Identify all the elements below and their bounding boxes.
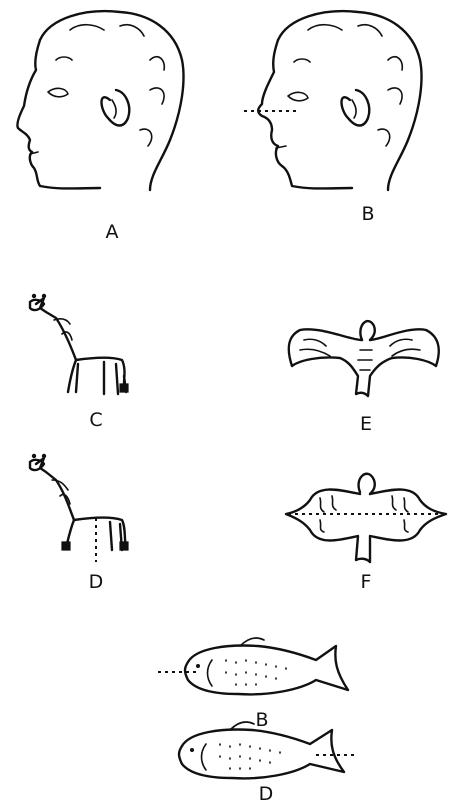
label-fish-d: D [259, 783, 274, 804]
giraffe-d: D [30, 454, 128, 593]
bird-e: E [289, 321, 439, 435]
label-giraffe-c: C [89, 409, 102, 431]
label-bird-f: F [361, 571, 372, 593]
giraffe-c: C [30, 294, 128, 431]
head-b: B [244, 11, 422, 225]
label-giraffe-d: D [89, 571, 104, 593]
label-head-a: A [106, 221, 119, 243]
fish-b: B [158, 638, 348, 731]
bird-f: F [286, 474, 446, 593]
label-bird-e: E [360, 413, 372, 435]
head-a: A [17, 11, 183, 243]
label-fish-b: B [255, 709, 268, 731]
fish-d: D [179, 722, 356, 804]
label-head-b: B [361, 203, 374, 225]
